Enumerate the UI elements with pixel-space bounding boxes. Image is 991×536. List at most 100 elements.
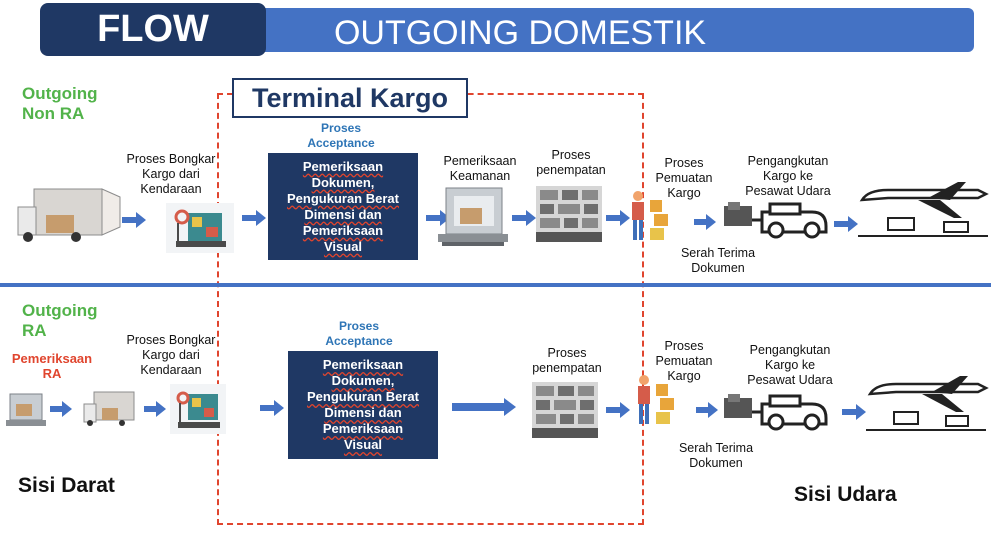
label-line: Proses (664, 339, 704, 353)
airplane-icon (866, 372, 989, 439)
label-line: penempatan (536, 163, 606, 177)
label-line: Kargo (667, 369, 701, 383)
label-line: Acceptance (325, 334, 393, 348)
worker-icon (628, 190, 676, 247)
label-line: Pengangkutan (747, 154, 829, 168)
outgoing-non-ra-label: Outgoing Non RA (22, 84, 98, 124)
label-line: Pesawat Udara (747, 373, 833, 387)
serah-terima-label: Serah Terima Dokumen (672, 246, 764, 276)
label-line: Proses (320, 121, 362, 135)
label-line: Pemeriksaan (443, 154, 517, 168)
box-line: Dimensi dan (324, 405, 402, 420)
bongkar-label: Proses Bongkar Kargo dari Kendaraan (116, 333, 226, 378)
label-line: Keamanan (449, 169, 511, 183)
label-line: Proses Bongkar (126, 333, 216, 347)
label-line: Kargo ke (762, 169, 814, 183)
scale-icon (166, 203, 234, 258)
page-title: OUTGOING DOMESTIK (333, 14, 707, 52)
label-line: Kendaraan (140, 363, 202, 377)
flow-arrow (260, 400, 284, 421)
flow-arrow (122, 212, 146, 233)
pemeriksaan-ra-label: Pemeriksaan RA (4, 351, 100, 381)
bongkar-label: Proses Bongkar Kargo dari Kendaraan (116, 152, 226, 197)
pengangkutan-label: Pengangkutan Kargo ke Pesawat Udara (744, 343, 836, 388)
flow-arrow (144, 401, 166, 422)
xray-scanner-icon (6, 392, 46, 433)
flow-arrow (696, 402, 718, 423)
label-line: Proses (551, 148, 591, 162)
penempatan-label: Proses penempatan (530, 346, 604, 376)
label-line: Pemuatan (655, 171, 713, 185)
label-line: Kargo dari (142, 167, 200, 181)
warehouse-rack-icon (532, 382, 598, 443)
flow-arrow (694, 214, 716, 235)
keamanan-label: Pemeriksaan Keamanan (440, 154, 520, 184)
box-line: Dimensi dan (304, 206, 382, 222)
label-line: Pesawat Udara (745, 184, 831, 198)
flow-arrow-long (452, 398, 516, 421)
pemuatan-label: Proses Pemuatan Kargo (648, 339, 720, 384)
label-line: Proses (664, 156, 704, 170)
worker-icon (634, 374, 682, 431)
box-line: Visual (343, 437, 383, 452)
label-line: Acceptance (307, 136, 375, 150)
serah-terima-label: Serah Terima Dokumen (670, 441, 762, 471)
flow-arrow (512, 210, 536, 231)
label-line: Pemuatan (655, 354, 713, 368)
box-line: Dokumen, (331, 373, 395, 388)
acceptance-label: Proses Acceptance (304, 319, 414, 349)
label-line: Proses (338, 319, 380, 333)
label-line: Outgoing (22, 301, 98, 320)
label-line: Serah Terima (678, 441, 754, 455)
label-line: RA (22, 321, 47, 340)
box-line: Pengukuran Berat (287, 190, 399, 206)
label-line: Kargo dari (142, 348, 200, 362)
label-line: Pengangkutan (749, 343, 831, 357)
penempatan-label: Proses penempatan (534, 148, 608, 178)
label-line: Kendaraan (140, 182, 202, 196)
warehouse-rack-icon (536, 186, 602, 247)
label-line: Proses (547, 346, 587, 360)
box-line: Pemeriksaan (302, 222, 384, 238)
label-line: RA (42, 366, 62, 381)
pemuatan-label: Proses Pemuatan Kargo (648, 156, 720, 201)
label-line: Dokumen (691, 261, 745, 275)
pengangkutan-label: Pengangkutan Kargo ke Pesawat Udara (742, 154, 834, 199)
terminal-kargo-title: Terminal Kargo (232, 78, 468, 118)
box-line: Pemeriksaan (322, 357, 404, 372)
tug-icon (722, 392, 830, 437)
flow-arrow (606, 210, 630, 231)
box-line: Pemeriksaan (322, 421, 404, 436)
truck-icon (82, 390, 136, 431)
tug-icon (722, 200, 830, 245)
label-line: penempatan (532, 361, 602, 375)
acceptance-box: Pemeriksaan Dokumen, Pengukuran Berat Di… (288, 351, 438, 459)
airplane-icon (858, 178, 989, 245)
label-line: Dokumen (689, 456, 743, 470)
flow-arrow (426, 210, 450, 231)
flow-arrow (834, 216, 858, 237)
flow-arrow (606, 402, 630, 423)
flow-arrow (50, 401, 72, 422)
label-line: Outgoing (22, 84, 98, 103)
acceptance-label: Proses Acceptance (286, 121, 396, 151)
label-line: Pemeriksaan (11, 351, 93, 366)
box-line: Pemeriksaan (302, 158, 384, 174)
label-line: Non RA (22, 104, 85, 123)
box-line: Dokumen, (311, 174, 375, 190)
label-line: Kargo ke (764, 358, 816, 372)
box-line: Visual (323, 238, 363, 254)
box-line: Pengukuran Berat (307, 389, 419, 404)
flow-arrow (842, 404, 866, 425)
row-divider (0, 283, 991, 287)
label-line: Serah Terima (680, 246, 756, 260)
scale-icon (170, 384, 226, 439)
sisi-darat-label: Sisi Darat (18, 474, 115, 497)
label-line: Kargo (667, 186, 701, 200)
truck-icon (16, 185, 121, 248)
flow-badge: FLOW (40, 3, 266, 56)
xray-scanner-icon (438, 184, 508, 253)
flow-arrow (242, 210, 266, 231)
acceptance-box: Pemeriksaan Dokumen, Pengukuran Berat Di… (268, 153, 418, 260)
sisi-udara-label: Sisi Udara (794, 483, 897, 506)
